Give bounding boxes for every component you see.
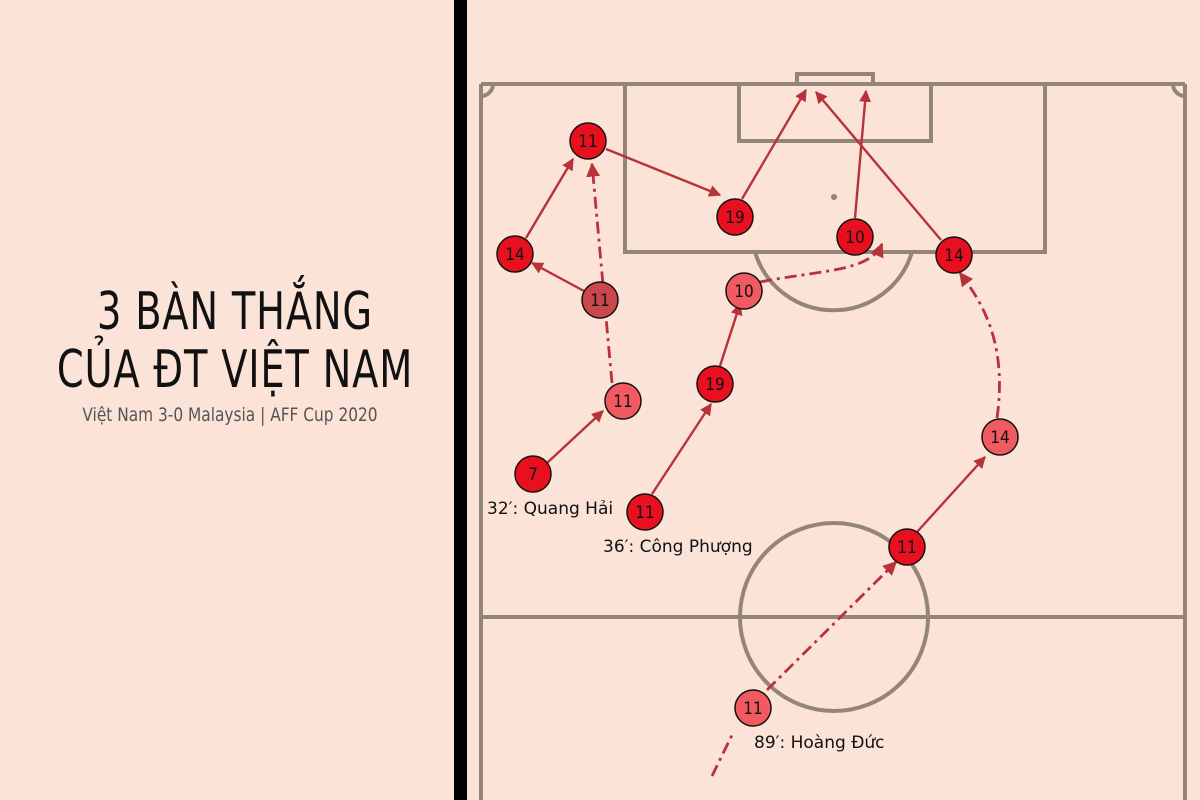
players: 7 11 11 14 11 19 11 19 [496,122,1019,727]
player-marker: 19 [716,198,754,236]
pass-arrow [530,261,585,293]
pass-arrow [650,402,713,495]
carry-arrow [958,271,1001,419]
goal-label-1: 32′: Quang Hải [487,499,613,519]
penalty-arc [753,251,914,313]
player-marker: 11 [888,528,926,566]
player-marker: 14 [981,418,1019,456]
player-number: 7 [528,465,538,485]
title-line-1: 3 BÀN THẮNG [97,282,373,342]
player-marker: 7 [514,455,552,493]
title-line-2: CỦA ĐT VIỆT NAM [56,340,414,400]
player-marker: 11 [734,689,772,727]
player-number: 11 [590,291,609,311]
player-marker: 19 [696,365,734,403]
goal-labels: 32′: Quang Hải 36′: Công Phượng 89′: Hoà… [487,499,885,753]
player-number: 11 [578,132,597,152]
carry-arrow [759,242,884,284]
penalty-box [623,82,1047,254]
player-number: 14 [505,245,524,265]
pass-arrow [916,456,986,533]
centre-circle [738,521,930,713]
player-marker: 14 [496,235,534,273]
pass-arrow [605,147,722,197]
goal-label-3: 89′: Hoàng Đức [754,733,885,753]
shot-arrow [740,88,808,200]
shot-arrow [853,89,872,219]
player-number: 11 [897,538,916,558]
player-marker: 11 [626,493,664,531]
player-number: 19 [705,375,724,395]
divider [454,0,467,800]
player-marker: 14 [935,236,973,274]
player-marker: 10 [725,272,763,310]
player-number: 19 [725,208,744,228]
goal-frame [795,72,875,86]
shot-arrow [815,91,942,241]
player-marker: 11 [581,281,619,319]
player-number: 11 [635,503,654,523]
carry-arrow [766,561,897,691]
carry-arrow [586,162,614,384]
carry-arrow [710,732,735,777]
player-number: 10 [845,228,864,248]
six-yard-box [737,82,933,143]
player-marker: 11 [604,382,642,420]
player-marker: 10 [836,218,874,256]
pass-arrow [718,302,743,367]
player-number: 11 [613,392,632,412]
title-panel: 3 BÀN THẮNG CỦA ĐT VIỆT NAM Việt Nam 3-0… [0,0,455,800]
player-number: 14 [990,428,1009,448]
player-number: 11 [743,699,762,719]
player-number: 10 [734,282,753,302]
pass-arrow [524,157,575,239]
goal-label-2: 36′: Công Phượng [603,537,753,557]
corner-arc-left [480,83,495,98]
subtitle: Việt Nam 3-0 Malaysia | AFF Cup 2020 [82,404,378,426]
pass-arrow [546,410,604,464]
player-number: 14 [944,246,963,266]
movement-arrows [524,88,1001,777]
corner-arc-right [1171,83,1186,98]
penalty-spot [831,194,837,200]
player-marker: 11 [569,122,607,160]
pitch-markings [479,72,1187,800]
